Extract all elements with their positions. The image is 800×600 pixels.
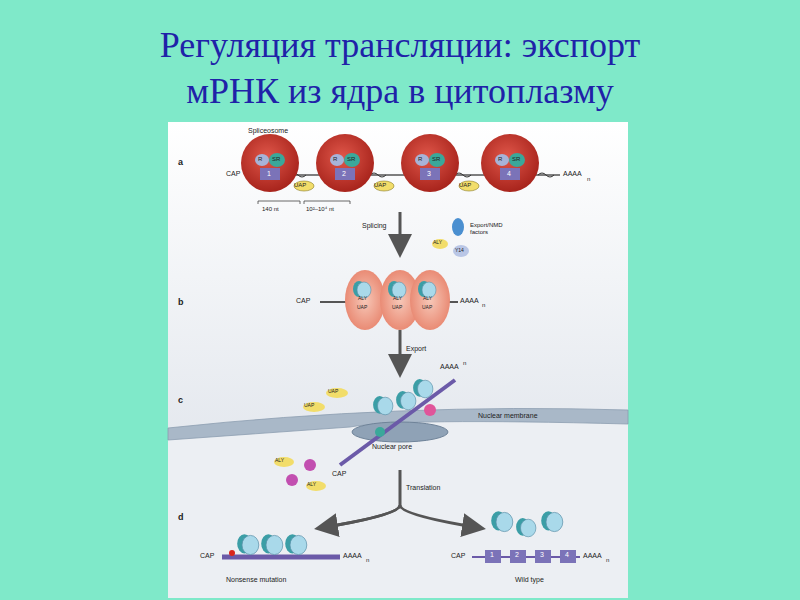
figure-label: ALY xyxy=(307,482,316,488)
figure-label: SR xyxy=(347,156,355,163)
figure-label: Wild type xyxy=(515,576,544,584)
figure-label: R xyxy=(258,156,262,163)
figure-label: a xyxy=(178,158,183,168)
figure-label: ALY xyxy=(275,458,284,464)
figure-label: AAAA xyxy=(440,363,459,371)
figure-label: UAP xyxy=(459,182,471,189)
figure-label: 2 xyxy=(342,170,346,178)
figure-label: ALY xyxy=(393,296,402,302)
figure-label: Y14 xyxy=(455,248,464,254)
slide-title: Регуляция трансляции: экспорт мРНК из яд… xyxy=(110,22,690,114)
figure-label: SR xyxy=(432,156,440,163)
figure-label: Nuclear membrane xyxy=(478,412,538,420)
figure-label: 3 xyxy=(540,551,544,559)
figure-label: Nonsense mutation xyxy=(226,576,286,584)
figure-label: CAP xyxy=(226,170,240,178)
figure-label: n xyxy=(366,557,369,564)
figure-label: CAP xyxy=(451,552,465,560)
figure-label: AAAA xyxy=(583,552,602,560)
figure-label: UAP xyxy=(422,305,432,311)
figure-label: AAAA xyxy=(460,297,479,305)
figure-label: 1 xyxy=(490,551,494,559)
figure-label: 10²–10⁴ nt xyxy=(306,206,334,213)
figure-label: 140 nt xyxy=(262,206,279,213)
figure-label: R xyxy=(418,156,422,163)
figure-label: AAAA xyxy=(343,552,362,560)
figure-label: AAAA xyxy=(563,170,582,178)
figure-label: Translation xyxy=(406,484,440,492)
figure-label: SR xyxy=(512,156,520,163)
figure-label: 4 xyxy=(507,170,511,178)
figure-label: Export/NMD factors xyxy=(470,222,510,235)
figure-label: Splicing xyxy=(362,222,387,230)
figure-label: n xyxy=(606,557,609,564)
figure-label: 1 xyxy=(267,170,271,178)
figure-label: n xyxy=(482,302,485,309)
figure-label: UAP xyxy=(328,389,338,395)
figure-label: Export xyxy=(406,345,426,353)
figure-label: ALY xyxy=(358,296,367,302)
figure-label: b xyxy=(178,298,184,308)
figure-label: R xyxy=(333,156,337,163)
figure-label: 3 xyxy=(427,170,431,178)
figure-label: UAP xyxy=(294,182,306,189)
figure-label: CAP xyxy=(200,552,214,560)
figure-label: SR xyxy=(272,156,280,163)
figure-label: UAP xyxy=(374,182,386,189)
figure-label: c xyxy=(178,396,183,406)
figure-label: R xyxy=(498,156,502,163)
figure-label: ALY xyxy=(433,240,442,246)
figure-label: 2 xyxy=(515,551,519,559)
figure-label: d xyxy=(178,513,184,523)
figure-label: n xyxy=(463,360,466,367)
figure-label: CAP xyxy=(296,297,310,305)
figure-label: UAP xyxy=(392,305,402,311)
figure-label: Spliceosome xyxy=(248,127,288,135)
figure-label: 4 xyxy=(565,551,569,559)
figure-label: CAP xyxy=(332,470,346,478)
figure-label: n xyxy=(587,176,590,183)
figure-label: UAP xyxy=(357,305,367,311)
figure-label: Nuclear pore xyxy=(372,443,412,451)
figure-label: UAP xyxy=(304,403,314,409)
figure-label: ALY xyxy=(423,296,432,302)
